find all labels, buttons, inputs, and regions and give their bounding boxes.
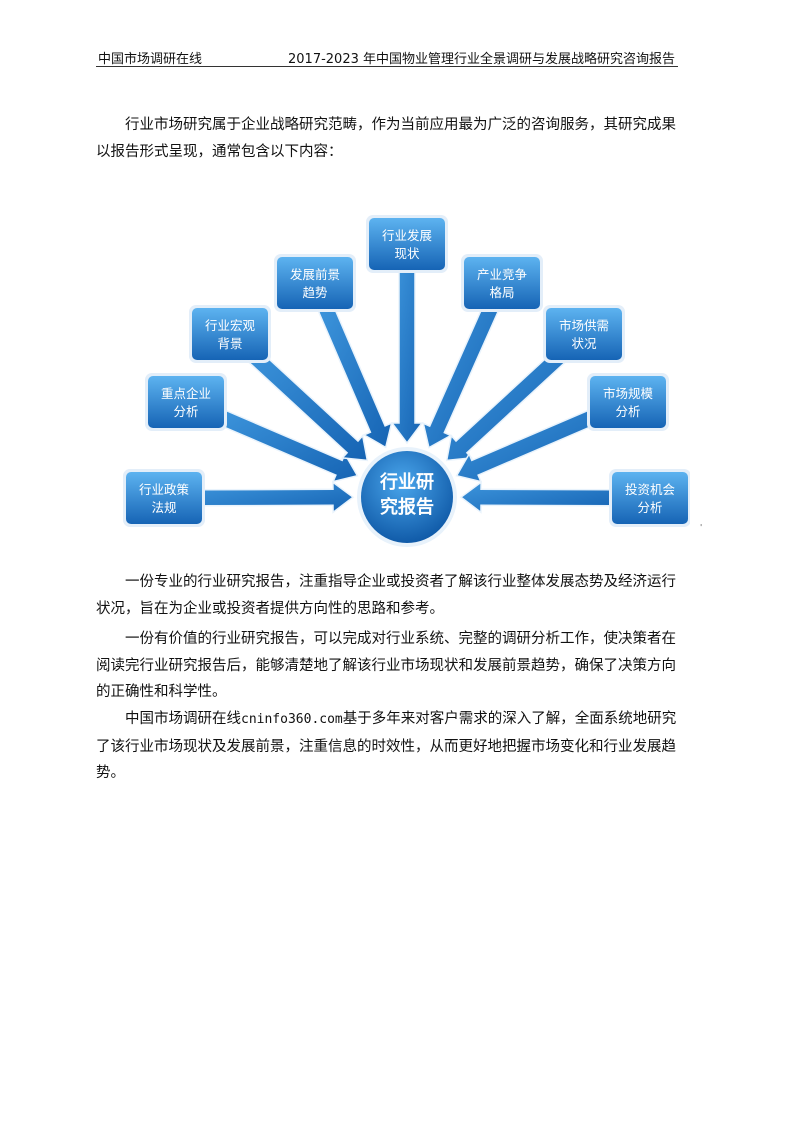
intro-paragraph: 行业市场研究属于企业战略研究范畴，作为当前应用最为广泛的咨询服务，其研究成果以报… <box>96 117 676 160</box>
node-label-line2: 法规 <box>151 500 176 515</box>
node-label-line1: 投资机会 <box>625 482 676 497</box>
node-label-line1: 重点企业 <box>161 386 211 401</box>
node-label-line2: 趋势 <box>302 285 328 300</box>
arrow-key-enterprise <box>216 408 359 483</box>
stray-mark: ' <box>700 523 703 532</box>
arrow-prospect <box>317 304 393 449</box>
paragraph-about-site-post: 基于多年来对客户需求的深入了解，全面系统地研究了该行业市场现状及发展前景，注重信… <box>96 711 677 781</box>
node-box <box>590 376 666 428</box>
arrow-macro <box>244 346 369 462</box>
node-label-line1: 行业发展 <box>382 228 432 243</box>
site-domain: cninfo360.com <box>241 712 343 727</box>
header-report-title: 2017-2023 年中国物业管理行业全景调研与发展战略研究咨询报告 <box>288 52 675 67</box>
arrow-scale <box>455 408 598 483</box>
paragraph-valuable-report: 一份有价值的行业研究报告，可以完成对行业系统、完整的调研分析工作，使决策者在阅读… <box>96 631 676 700</box>
node-label-line1: 发展前景 <box>290 267 340 282</box>
node-box <box>126 472 202 524</box>
node-label-line2: 状况 <box>571 336 597 351</box>
node-label-line2: 分析 <box>615 404 640 419</box>
node-label-line2: 分析 <box>173 404 198 419</box>
node-label-line1: 市场供需 <box>559 318 609 333</box>
node-box <box>369 218 445 270</box>
center-node: 行业研 究报告 <box>357 447 457 547</box>
report-content-diagram: 行业政策法规重点企业分析行业宏观背景发展前景趋势行业发展现状产业竞争格局市场供需… <box>123 215 690 547</box>
paragraph-about-site: 中国市场调研在线cninfo360.com基于多年来对客户需求的深入了解，全面系… <box>96 706 688 787</box>
arrow-status <box>390 271 424 445</box>
arrow-policy <box>201 480 355 514</box>
node-label-line1: 产业竞争 <box>477 267 527 282</box>
node-box <box>192 308 268 360</box>
arrow-supply-demand <box>445 346 570 462</box>
paragraph-professional-report: 一份专业的行业研究报告，注重指导企业或投资者了解该行业整体发展态势及经济运行状况… <box>96 574 676 617</box>
node-label-line2: 背景 <box>217 336 242 351</box>
node-label-line1: 行业宏观 <box>205 318 256 333</box>
node-box <box>612 472 688 524</box>
node-box <box>546 308 622 360</box>
node-label-line2: 格局 <box>489 285 514 300</box>
center-node-line1: 行业研 <box>379 471 434 493</box>
header-site-name: 中国市场调研在线 <box>98 52 203 67</box>
arrow-competition <box>422 304 499 449</box>
paragraph-about-site-pre: 中国市场调研在线 <box>125 711 241 727</box>
arrow-group <box>201 271 613 514</box>
node-label-line1: 市场规模 <box>603 386 654 401</box>
node-box <box>277 257 353 309</box>
node-box-group: 行业政策法规重点企业分析行业宏观背景发展前景趋势行业发展现状产业竞争格局市场供需… <box>123 215 690 527</box>
node-box <box>464 257 540 309</box>
node-label-line2: 现状 <box>394 246 420 261</box>
center-node-line2: 究报告 <box>380 496 434 518</box>
node-box <box>148 376 224 428</box>
node-label-line1: 行业政策 <box>139 482 190 497</box>
arrow-investment <box>459 480 613 514</box>
node-prospect: 发展前景趋势 <box>274 254 356 312</box>
center-node-circle <box>361 451 453 543</box>
node-label-line2: 分析 <box>637 500 662 515</box>
header-rule <box>96 66 678 67</box>
